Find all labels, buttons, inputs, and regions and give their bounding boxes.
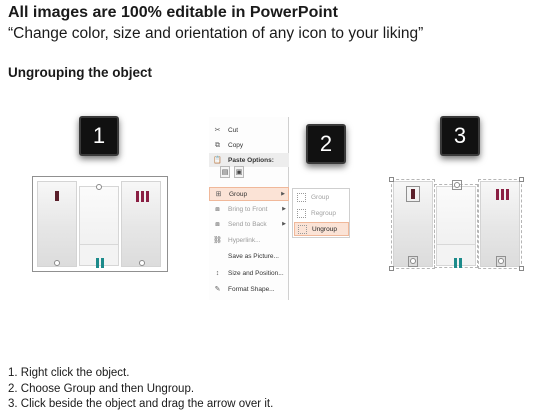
scissors-icon: ✂ [214, 126, 221, 134]
rotate-handle[interactable] [96, 184, 102, 190]
menu-item-copy[interactable]: ⧉Copy [215, 141, 244, 149]
menu-header-paste-options: 📋Paste Options: [209, 153, 289, 167]
submenu-item-group[interactable]: Group [294, 190, 349, 204]
selection-box [32, 176, 168, 272]
resize-handle[interactable] [389, 266, 394, 271]
step-3: 3. Click beside the object and drag the … [8, 398, 274, 410]
icon-selection-box [406, 186, 420, 202]
icon-selection-box [496, 256, 506, 267]
size-icon: ↕ [215, 269, 220, 277]
submenu-arrow-icon: ▶ [282, 206, 286, 212]
bring-front-icon: ⧈ [215, 205, 220, 213]
menu-item-send-to-back[interactable]: ⧈Send to Back▶ [209, 217, 289, 231]
submenu-item-ungroup[interactable]: Ungroup [294, 222, 349, 236]
triple-bar-icon [496, 189, 509, 200]
handle-icon[interactable] [454, 182, 460, 188]
submenu-arrow-icon: ▶ [282, 221, 286, 227]
double-bar-icon [454, 258, 462, 268]
save-picture-icon [213, 252, 222, 261]
resize-handle[interactable] [139, 260, 145, 266]
menu-item-bring-to-front[interactable]: ⧈Bring to Front▶ [209, 202, 289, 216]
section-heading: Ungrouping the object [8, 65, 152, 80]
group-icon [297, 192, 306, 202]
resize-handle[interactable] [54, 260, 60, 266]
menu-item-cut[interactable]: ✂Cut [214, 126, 239, 134]
menu-item-format-shape[interactable]: ✎Format Shape... [214, 285, 275, 293]
ungrouped-object-graphic[interactable] [388, 176, 526, 272]
right-selection [478, 179, 522, 269]
handle-icon[interactable] [410, 258, 416, 264]
paste-option-icons: ▤ ▣ [220, 166, 244, 178]
icon-selection-box [452, 180, 462, 190]
resize-handle[interactable] [519, 177, 524, 182]
right-panel-shape [480, 181, 520, 267]
triple-bar-icon [136, 191, 149, 202]
step-badge-3: 3 [440, 116, 480, 156]
send-back-icon: ⧈ [215, 220, 220, 228]
step-badge-1: 1 [79, 116, 119, 156]
menu-item-group[interactable]: ⊞Group▶ [209, 187, 289, 201]
regroup-icon [297, 208, 306, 218]
handle-icon[interactable] [498, 258, 504, 264]
submenu-item-regroup[interactable]: Regroup [294, 206, 349, 220]
format-shape-icon: ✎ [214, 285, 221, 293]
context-menu: ✂Cut ⧉Copy 📋Paste Options: ▤ ▣ ⊞Group▶ ⧈… [209, 117, 289, 300]
middle-selection [434, 184, 478, 268]
menu-item-hyperlink[interactable]: ⛓Hyperlink... [213, 236, 261, 244]
menu-item-save-as-picture[interactable]: Save as Picture... [209, 249, 289, 263]
hyperlink-icon: ⛓ [213, 236, 222, 244]
page-title: All images are 100% editable in PowerPoi… [8, 4, 338, 21]
paste-picture-icon[interactable]: ▣ [234, 166, 244, 178]
group-submenu: Group Regroup Ungroup [292, 188, 350, 238]
ungroup-icon [298, 224, 307, 234]
step-1: 1. Right click the object. [8, 367, 130, 379]
instruction-steps: 1. Right click the object. 2. Choose Gro… [8, 366, 273, 413]
grouped-object-graphic[interactable] [32, 176, 168, 272]
single-bar-icon [411, 189, 415, 199]
step-2: 2. Choose Group and then Ungroup. [8, 382, 195, 395]
group-icon: ⊞ [215, 190, 222, 198]
page-subtitle: “Change color, size and orientation of a… [8, 25, 424, 42]
resize-handle[interactable] [389, 177, 394, 182]
paste-keep-icon[interactable]: ▤ [220, 166, 230, 178]
middle-panel-cap [80, 244, 118, 265]
copy-icon: ⧉ [215, 141, 220, 149]
menu-item-size-and-position[interactable]: ↕Size and Position... [209, 266, 289, 280]
double-bar-icon [96, 258, 104, 268]
icon-selection-box [408, 256, 418, 267]
step-badge-2: 2 [306, 124, 346, 164]
submenu-arrow-icon: ▶ [281, 191, 285, 197]
middle-panel-cap [437, 244, 475, 265]
paste-icon: 📋 [213, 156, 222, 164]
resize-handle[interactable] [519, 266, 524, 271]
single-bar-icon [55, 191, 59, 201]
